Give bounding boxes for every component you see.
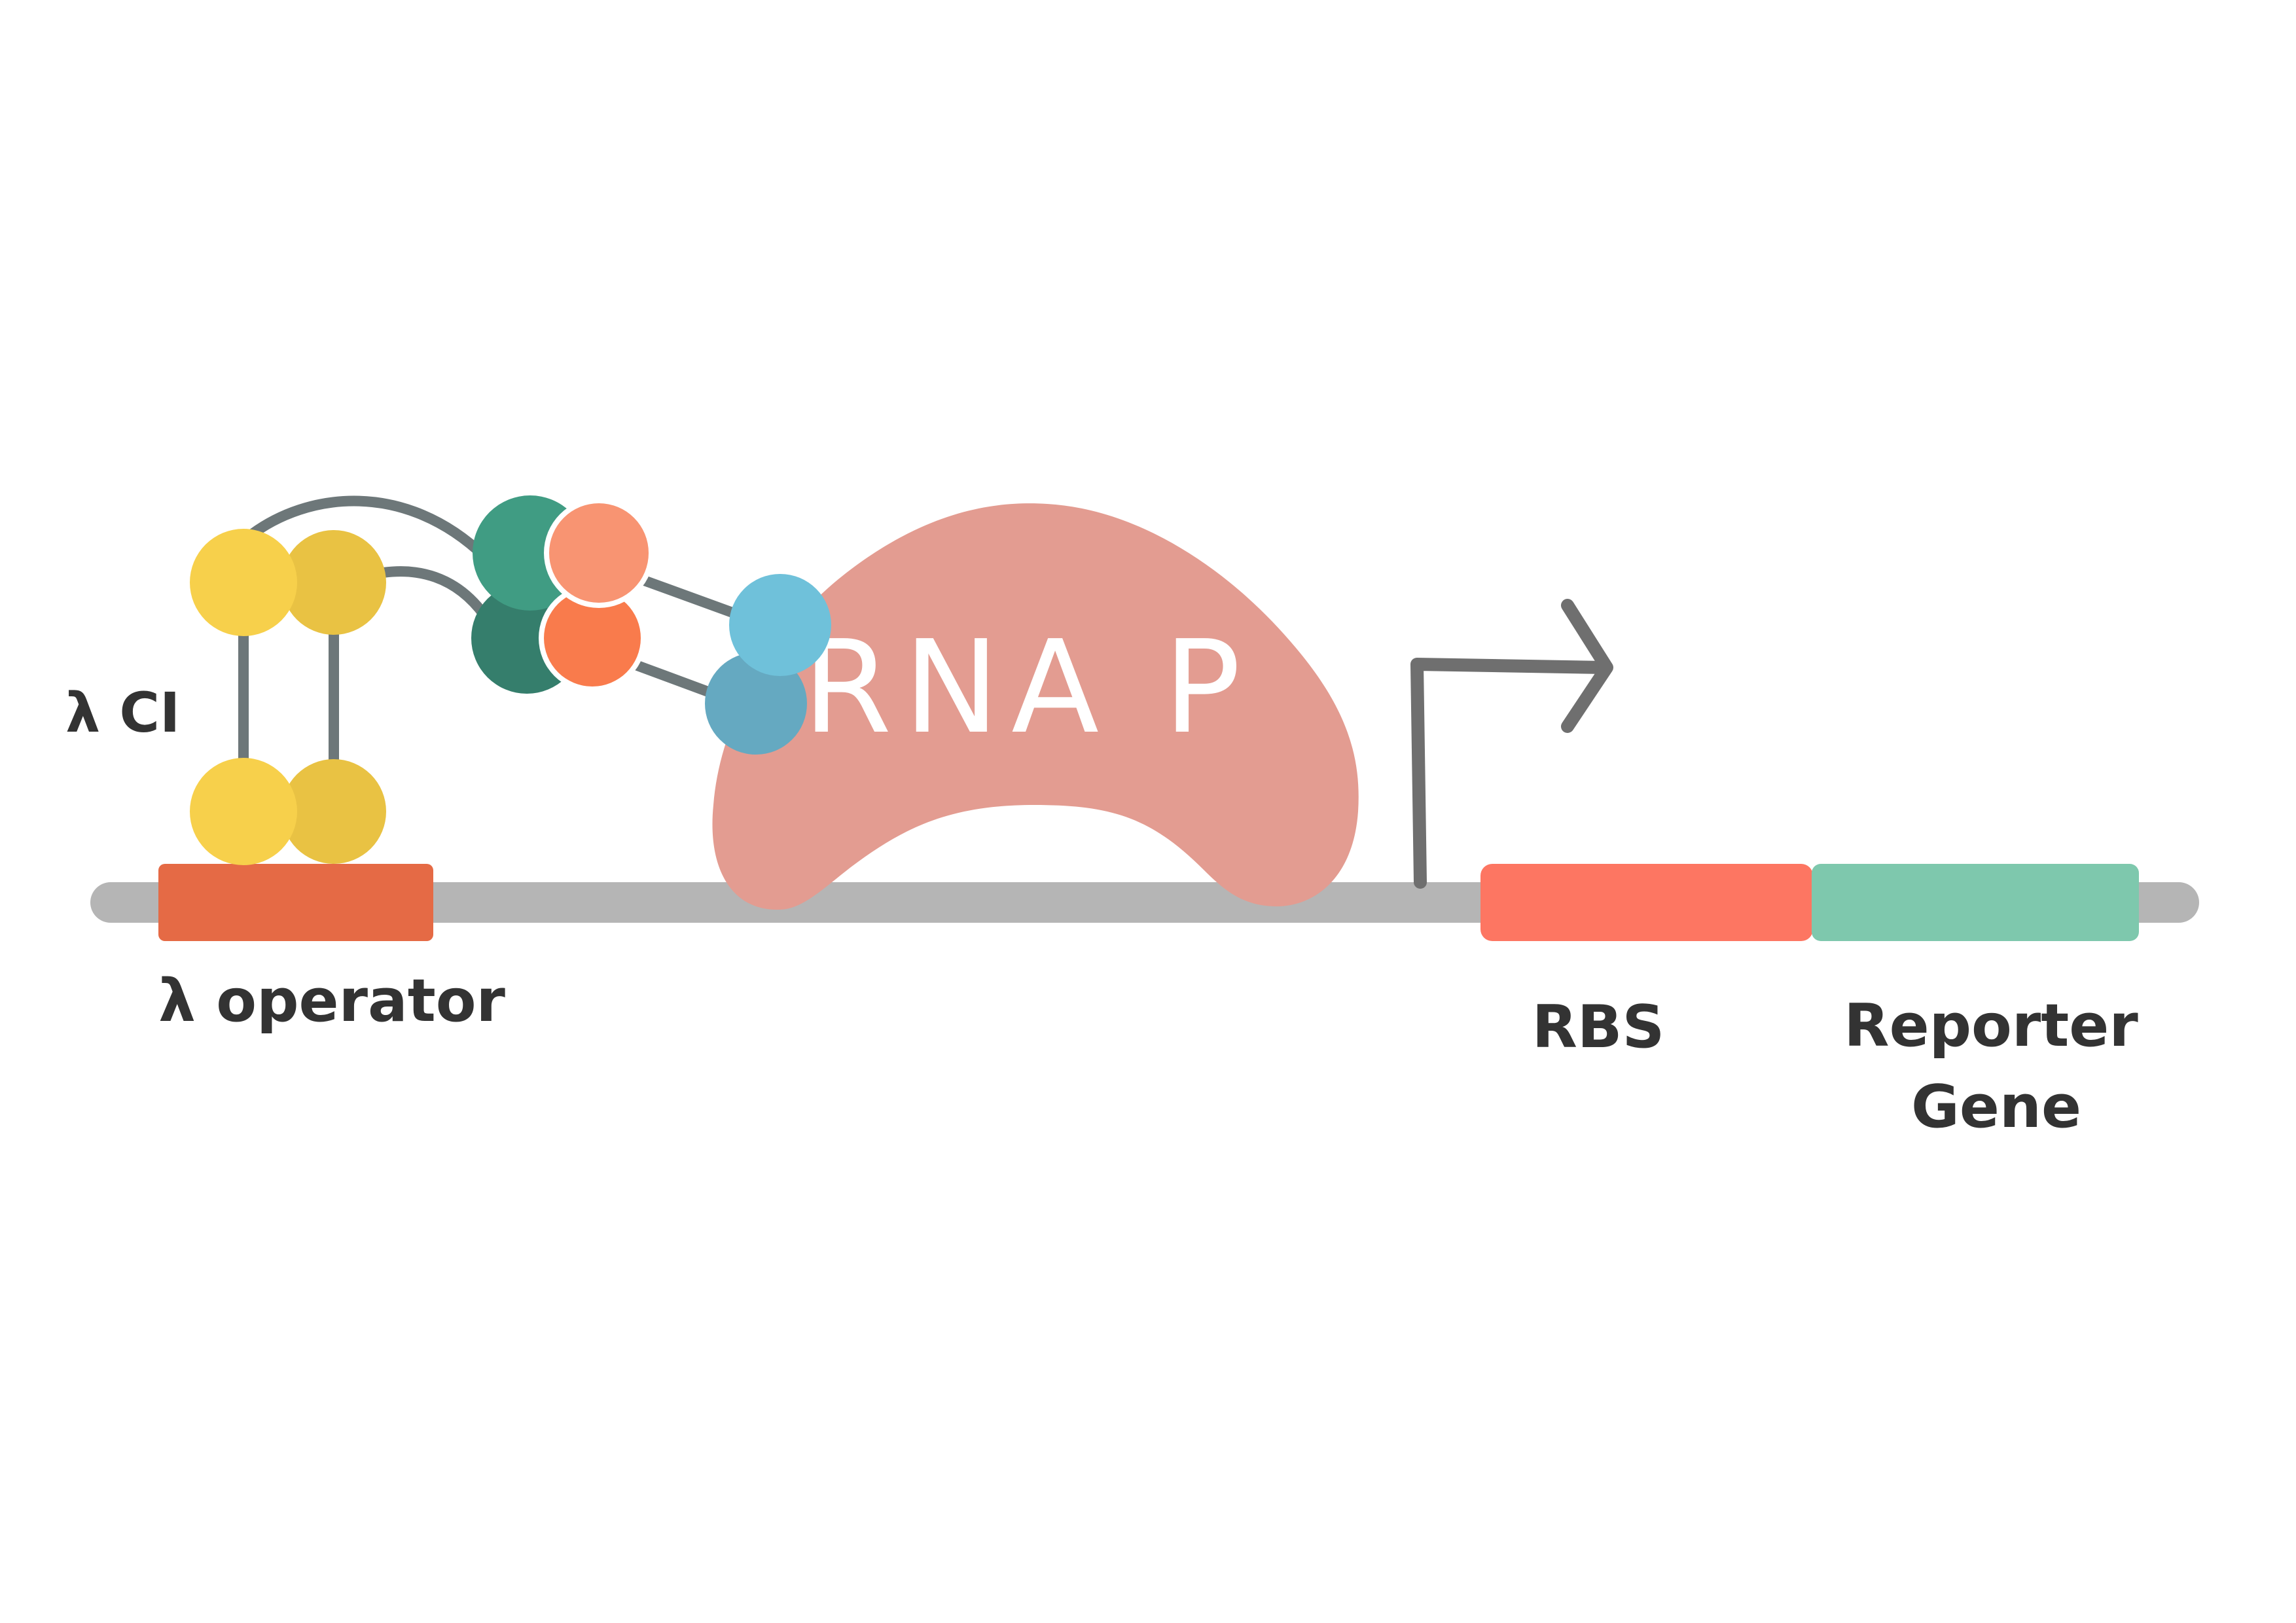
- orange-blue-linker-lower: [620, 656, 719, 699]
- reporter-gene-label-line1: Reporter: [1844, 991, 2138, 1060]
- reporter-gene-label-line2: Gene: [1911, 1073, 2081, 1141]
- reporter-gene-block: [1812, 864, 2139, 941]
- orange-domains: [539, 498, 654, 692]
- ci-arch-upper: [243, 495, 490, 562]
- blue-domains: [705, 574, 831, 755]
- transcription-arrow-icon: [1410, 599, 1613, 889]
- lambda-ci-dimers: [190, 529, 386, 865]
- rna-polymerase: [712, 503, 1359, 910]
- ci-bottom-dark: [281, 759, 386, 864]
- orange-upper-fill: [549, 503, 649, 603]
- rbs-block: [1480, 864, 1813, 941]
- ci-top-light: [190, 529, 297, 636]
- orange-blue-linker-upper: [626, 571, 745, 620]
- blue-upper: [729, 574, 831, 676]
- ci-top-dark: [281, 530, 386, 635]
- orange-lower-fill: [544, 590, 641, 687]
- lambda-operator-block: [158, 864, 433, 941]
- lambda-ci-label: λ CI: [65, 681, 180, 745]
- lambda-operator-label: λ operator: [158, 967, 506, 1035]
- ci-bottom-light: [190, 758, 297, 865]
- rbs-label: RBS: [1532, 993, 1665, 1061]
- blue-lower: [705, 652, 807, 755]
- rnap-label: RNA P: [802, 613, 1252, 762]
